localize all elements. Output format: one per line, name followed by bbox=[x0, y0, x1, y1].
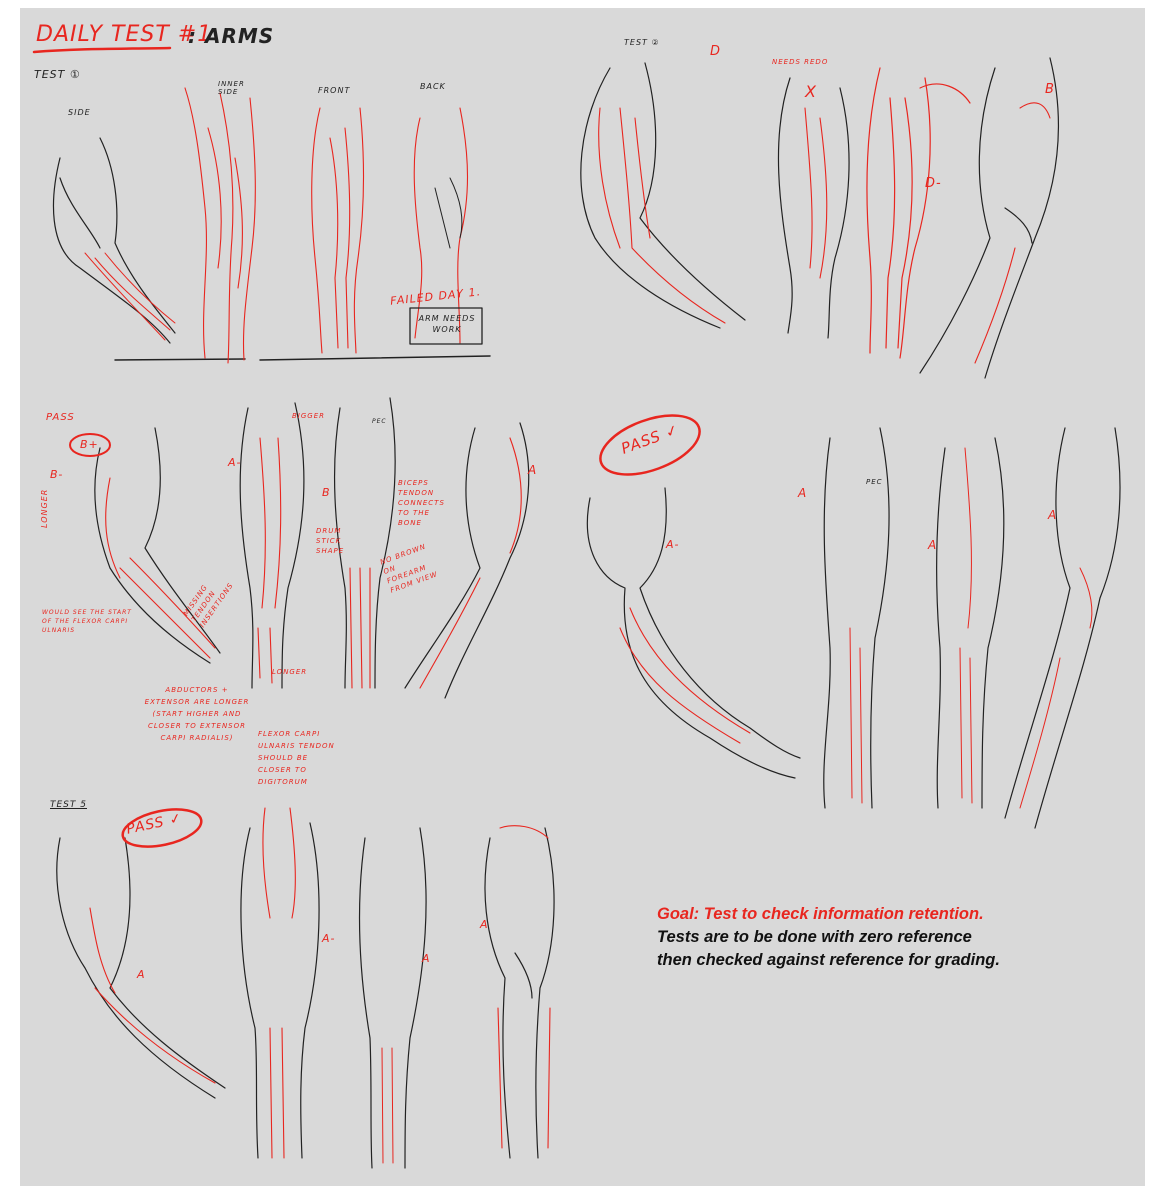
test3-arm-2 bbox=[239, 402, 305, 689]
test4-arm-1 bbox=[586, 487, 801, 779]
test1-arm-note: ARM NEEDS WORK bbox=[418, 314, 476, 334]
sketch-sheet: DAILY TEST #1 : ARMS TEST ① SIDE INNER S… bbox=[20, 8, 1145, 1186]
goal-line-2: Tests are to be done with zero reference bbox=[657, 928, 972, 946]
test5-grade-3: A bbox=[422, 952, 431, 965]
test3-note-biceps: BICEPS TENDON CONNECTS TO THE BONE bbox=[398, 479, 445, 527]
test1-label: TEST ① bbox=[34, 68, 81, 81]
test2-grade-3: D- bbox=[925, 176, 942, 191]
goal-statement: Goal: Test to check information retentio… bbox=[657, 903, 1117, 972]
test1-front-arm bbox=[311, 107, 365, 354]
test4-pec-label: PEC bbox=[866, 478, 883, 486]
test2-grade-2: B bbox=[1045, 82, 1055, 97]
test2-arm-4 bbox=[919, 57, 1060, 379]
test2-redo-note: NEEDS REDO bbox=[772, 58, 829, 66]
test4-arm-4 bbox=[1004, 427, 1121, 829]
test5-grade-2: A- bbox=[322, 932, 336, 945]
test3-note-bigger: BIGGER bbox=[292, 412, 326, 420]
test3-note-flexor-tendon: FLEXOR CARPI ULNARIS TENDON SHOULD BE CL… bbox=[258, 730, 335, 786]
test5-arm-1 bbox=[56, 837, 226, 1099]
test5-grade-4: A bbox=[480, 918, 489, 931]
test3-note-flexor-start: WOULD SEE THE START OF THE FLEXOR CARPI … bbox=[42, 609, 132, 634]
test1-side-arm bbox=[52, 137, 176, 344]
test3-grade-4: A bbox=[528, 463, 538, 477]
test3-arm-3 bbox=[333, 397, 396, 689]
test3-arm-1 bbox=[94, 427, 221, 664]
test3-note-drumstick: DRUM STICK SHAPE bbox=[316, 527, 345, 555]
test2-arm-2 bbox=[777, 77, 850, 339]
test2-label: TEST ② bbox=[624, 38, 660, 47]
test1-front-label: FRONT bbox=[318, 86, 351, 95]
test1-inner-arm bbox=[184, 87, 256, 364]
test3-note-abductors: ABDUCTORS + EXTENSOR ARE LONGER (START H… bbox=[144, 686, 250, 742]
test5-grade-1: A bbox=[137, 968, 146, 981]
test1-inner-label: INNER SIDE bbox=[218, 80, 245, 96]
test3-note-pec: PEC bbox=[372, 418, 387, 425]
test3-pass: PASS bbox=[46, 412, 75, 423]
arm-sketches bbox=[32, 46, 1121, 1169]
test3-note-longer: LONGER bbox=[272, 668, 308, 676]
test5-arm-3 bbox=[358, 827, 427, 1169]
test2-arm-1 bbox=[580, 62, 746, 329]
page-subtitle: : ARMS bbox=[188, 24, 275, 48]
test3-longer-label: LONGER bbox=[40, 488, 49, 528]
test3-grade-circle: B+ bbox=[80, 438, 99, 451]
test2-arm-3 bbox=[866, 67, 971, 359]
page-title: DAILY TEST #1 bbox=[36, 22, 213, 47]
test1-back-label: BACK bbox=[420, 82, 446, 91]
test4-arm-2 bbox=[823, 427, 890, 809]
goal-line-3: then checked against reference for gradi… bbox=[657, 951, 1000, 969]
test3-grade-2: A- bbox=[228, 456, 242, 469]
test2-grade-1: D bbox=[710, 44, 722, 59]
test5-arm-4 bbox=[484, 827, 555, 1159]
test3-arm-4 bbox=[404, 422, 530, 699]
test5-arm-2 bbox=[240, 822, 320, 1159]
test4-grade-3: A bbox=[928, 538, 938, 552]
test4-arm-3 bbox=[936, 437, 1005, 809]
test1-side-label: SIDE bbox=[68, 108, 91, 117]
test4-grade-1: A- bbox=[666, 538, 680, 551]
test3-grade-3: B bbox=[322, 486, 331, 499]
goal-line-1: Goal: Test to check information retentio… bbox=[657, 905, 984, 923]
test3-grade-1: B- bbox=[50, 468, 64, 481]
test2-x-mark: X bbox=[805, 82, 817, 101]
test4-grade-4: A bbox=[1048, 508, 1058, 522]
test5-label: TEST 5 bbox=[50, 800, 87, 810]
test4-grade-2: A bbox=[798, 486, 808, 500]
